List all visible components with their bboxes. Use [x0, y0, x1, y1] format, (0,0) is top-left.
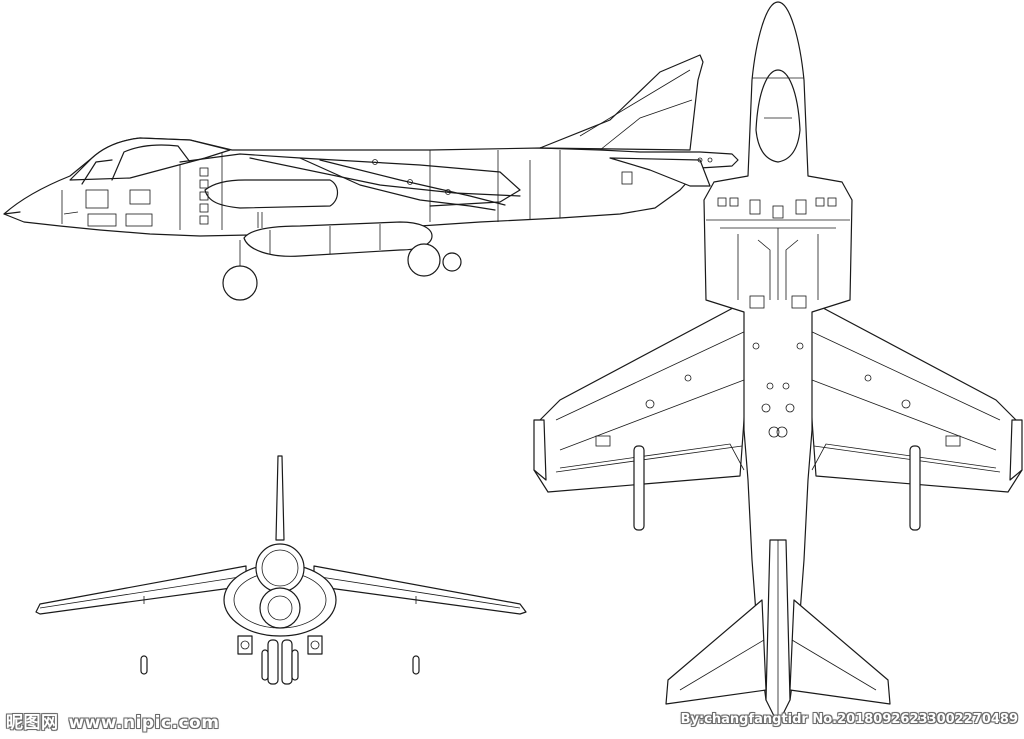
top-panel-details — [595, 197, 961, 447]
top-right-tailplane — [789, 599, 891, 705]
top-canopy — [755, 69, 801, 163]
front-left-wing — [35, 565, 247, 615]
side-view — [3, 54, 739, 301]
side-fuel-pod — [243, 221, 433, 257]
credit-watermark: By:changfangtidr No.20180926233002270489 — [680, 712, 1018, 727]
side-panel-details — [85, 157, 713, 227]
side-outrigger-wheel — [442, 252, 462, 272]
front-right-wing — [313, 565, 527, 615]
top-left-wing — [533, 299, 749, 493]
top-right-wing — [807, 299, 1023, 493]
side-main-wheel — [222, 265, 258, 301]
top-left-pylon — [633, 445, 645, 531]
front-left-outrigger — [140, 655, 148, 675]
site-name: 昵图网 — [6, 713, 59, 733]
side-vertical-tail — [539, 54, 704, 151]
top-left-tailplane — [665, 599, 767, 705]
side-intake — [204, 179, 339, 209]
front-canopy — [255, 543, 305, 593]
side-rear-wheel — [407, 243, 441, 277]
front-fin — [275, 455, 285, 541]
front-view — [35, 455, 527, 685]
site-url: www.nipic.com — [68, 713, 220, 733]
front-nose — [259, 587, 301, 629]
side-horizontal-tail — [609, 157, 711, 187]
front-right-outrigger — [412, 655, 420, 675]
site-watermark: 昵图网 www.nipic.com — [6, 708, 229, 733]
top-view — [533, 1, 1023, 725]
top-right-pylon — [909, 445, 921, 531]
